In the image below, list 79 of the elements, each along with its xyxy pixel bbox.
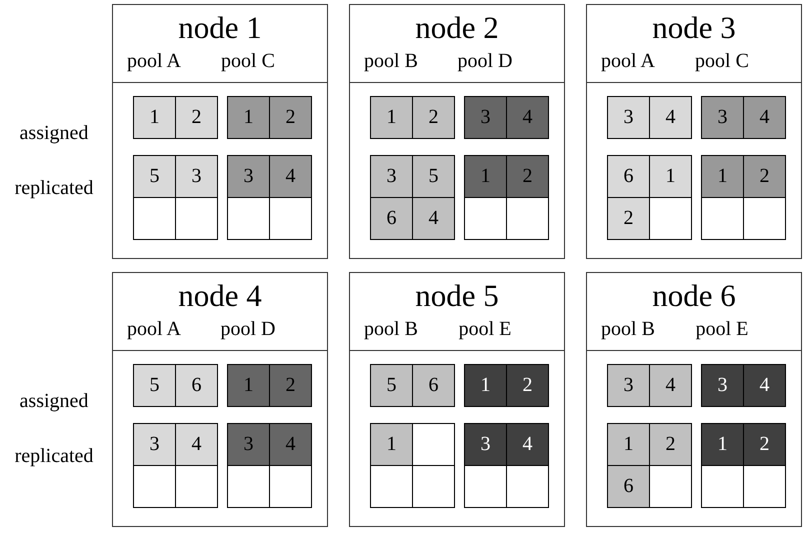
storage-slot: 1 xyxy=(227,96,270,139)
pool-label: pool B xyxy=(363,318,419,340)
storage-slot: 4 xyxy=(649,364,692,407)
storage-slot: 3 xyxy=(464,423,507,466)
storage-slot: 6 xyxy=(607,465,650,508)
node-title: node 6 xyxy=(651,279,737,313)
storage-slot: 6 xyxy=(412,364,455,407)
storage-slot: 1 xyxy=(133,96,176,139)
row-label: assigned xyxy=(18,122,90,144)
storage-slot: 1 xyxy=(701,155,744,198)
storage-slot: 4 xyxy=(506,423,549,466)
pool-label: pool A xyxy=(126,318,182,340)
node-panel xyxy=(586,272,802,527)
node-panel xyxy=(349,272,565,527)
storage-slot: 2 xyxy=(506,364,549,407)
storage-slot: 3 xyxy=(133,423,176,466)
storage-slot: 2 xyxy=(269,364,312,407)
storage-slot: 5 xyxy=(412,155,455,198)
pool-label: pool A xyxy=(126,50,182,72)
storage-slot: 4 xyxy=(743,96,786,139)
storage-slot: 1 xyxy=(370,423,413,466)
storage-slot: 4 xyxy=(506,96,549,139)
storage-slot: 6 xyxy=(370,197,413,240)
storage-slot: 2 xyxy=(412,96,455,139)
storage-slot: 4 xyxy=(269,155,312,198)
row-label: replicated xyxy=(14,177,94,199)
storage-slot: 2 xyxy=(607,197,650,240)
pool-label: pool A xyxy=(600,50,656,72)
storage-slot: 5 xyxy=(133,364,176,407)
storage-slot: 4 xyxy=(269,423,312,466)
storage-slot: 3 xyxy=(701,96,744,139)
row-label: replicated xyxy=(14,445,94,467)
node-title: node 4 xyxy=(177,279,263,313)
storage-slot: 5 xyxy=(370,364,413,407)
storage-slot: 4 xyxy=(412,197,455,240)
pool-label: pool E xyxy=(458,318,512,340)
storage-slot: 1 xyxy=(464,364,507,407)
storage-slot: 6 xyxy=(607,155,650,198)
pool-label: pool E xyxy=(694,318,750,340)
pool-label: pool D xyxy=(456,50,514,72)
node-title: node 5 xyxy=(414,279,500,313)
node-panel xyxy=(112,4,328,259)
node-panel xyxy=(112,272,328,527)
storage-slot: 3 xyxy=(607,96,650,139)
storage-slot: 3 xyxy=(227,423,270,466)
storage-slot: 3 xyxy=(227,155,270,198)
storage-slot: 1 xyxy=(607,423,650,466)
node-title: node 1 xyxy=(177,11,263,45)
storage-slot: 3 xyxy=(464,96,507,139)
storage-slot: 5 xyxy=(133,155,176,198)
node-title: node 3 xyxy=(651,11,737,45)
storage-slot: 2 xyxy=(743,423,786,466)
pool-label: pool C xyxy=(220,50,276,72)
storage-slot: 4 xyxy=(175,423,218,466)
storage-slot: 1 xyxy=(370,96,413,139)
storage-slot: 3 xyxy=(607,364,650,407)
storage-slot: 3 xyxy=(175,155,218,198)
pool-label: pool B xyxy=(363,50,419,72)
storage-slot: 2 xyxy=(506,155,549,198)
storage-slot: 1 xyxy=(227,364,270,407)
storage-slot: 2 xyxy=(175,96,218,139)
pool-label: pool C xyxy=(694,50,750,72)
storage-slot: 1 xyxy=(701,423,744,466)
pool-label: pool B xyxy=(600,318,656,340)
storage-slot: 1 xyxy=(464,155,507,198)
pool-label: pool D xyxy=(220,318,276,340)
storage-slot: 2 xyxy=(269,96,312,139)
storage-slot: 4 xyxy=(743,364,786,407)
storage-slot: 2 xyxy=(743,155,786,198)
storage-slot: 6 xyxy=(175,364,218,407)
storage-slot: 1 xyxy=(649,155,692,198)
storage-slot: 3 xyxy=(370,155,413,198)
row-label: assigned xyxy=(18,390,90,412)
storage-slot: 2 xyxy=(649,423,692,466)
node-panel xyxy=(586,4,802,259)
node-title: node 2 xyxy=(414,11,500,45)
node-panel xyxy=(349,4,565,259)
storage-slot: 3 xyxy=(701,364,744,407)
storage-slot: 4 xyxy=(649,96,692,139)
